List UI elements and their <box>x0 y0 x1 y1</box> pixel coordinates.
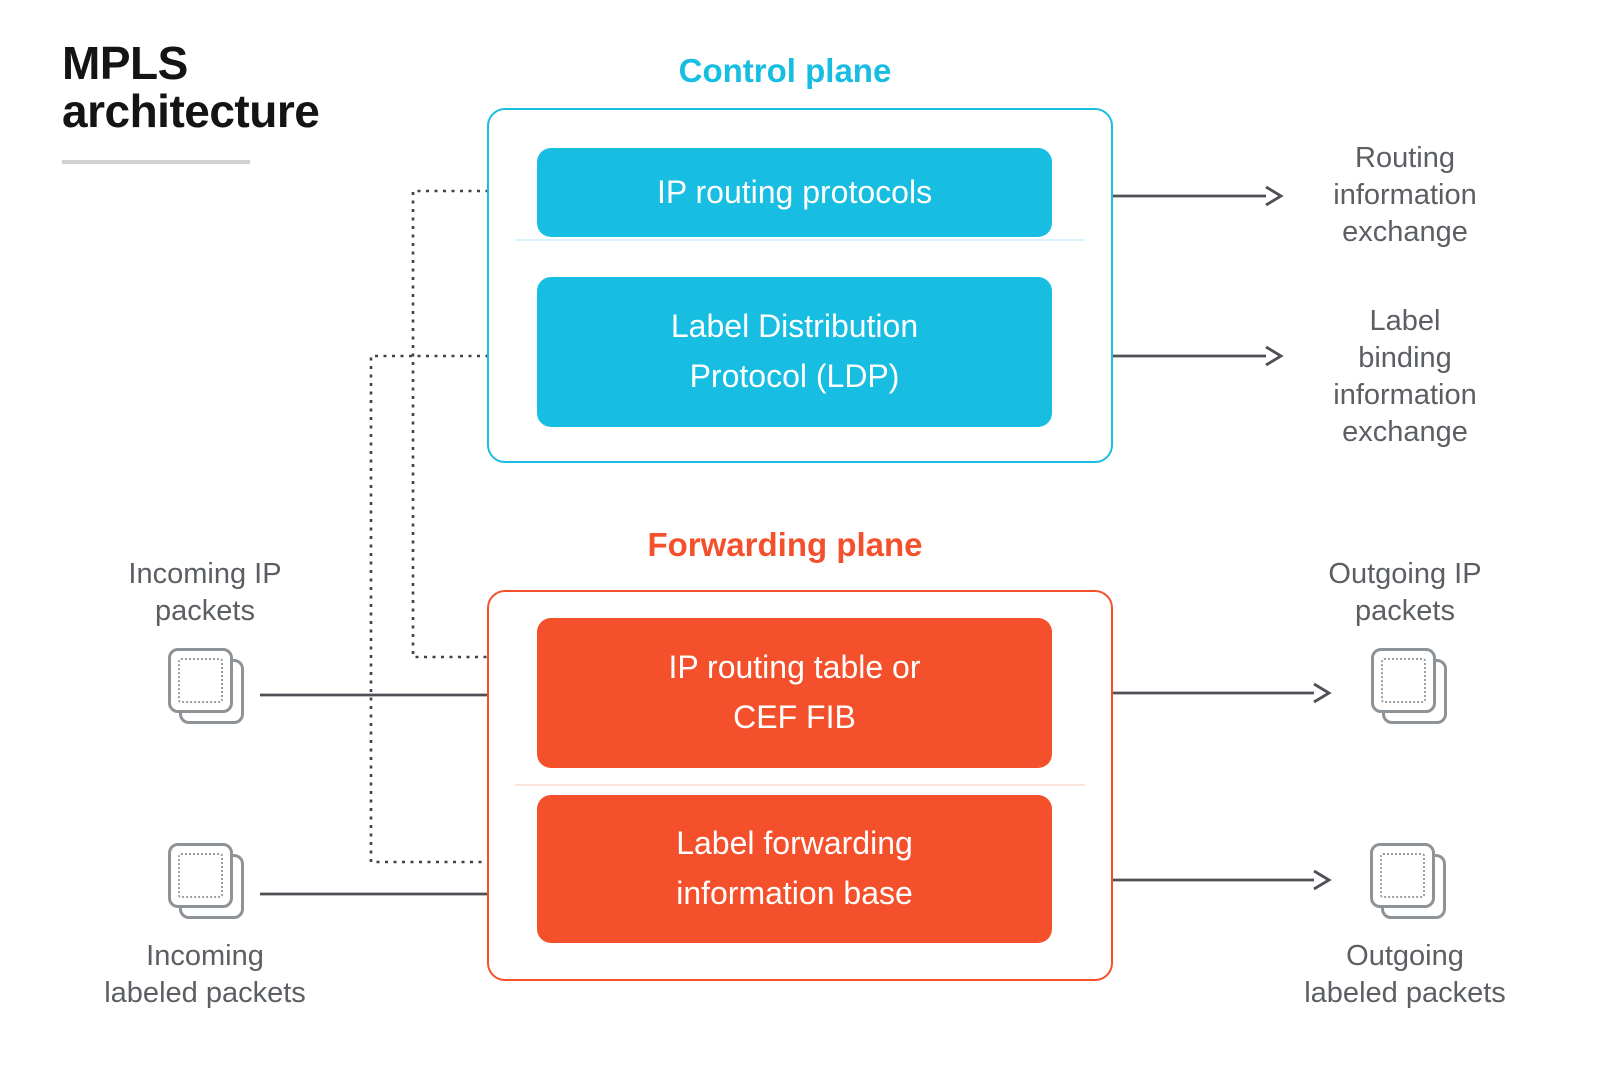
page-title: MPLS architecture <box>62 37 320 137</box>
label-routing-information-exchange: Routing information exchange <box>1333 142 1477 249</box>
forwarding-box-divider <box>515 784 1085 786</box>
label-binding-information-exchange: Label binding information exchange <box>1333 305 1477 449</box>
label-incoming-ip-packets: Incoming IP packets <box>128 558 282 628</box>
label-incoming-labeled-packets: Incoming labeled packets <box>104 940 306 1010</box>
label-outgoing-ip-packets: Outgoing IP packets <box>1328 558 1482 628</box>
box-ip-routing-table-cef-fib: IP routing table or CEF FIB <box>537 618 1052 768</box>
title-underline <box>62 160 250 164</box>
packet-dotted-inner <box>1380 853 1425 898</box>
box-label-distribution-protocol: Label Distribution Protocol (LDP) <box>537 277 1052 427</box>
packet-front-sheet <box>168 648 233 713</box>
packet-front-sheet <box>168 843 233 908</box>
box-ip-routing-protocols: IP routing protocols <box>537 148 1052 237</box>
packet-icon <box>168 843 246 921</box>
packet-icon <box>1371 648 1449 726</box>
control-plane-label: Control plane <box>678 52 892 89</box>
packet-front-sheet <box>1370 843 1435 908</box>
dotted-connector-routing <box>411 189 514 659</box>
packet-front-sheet <box>1371 648 1436 713</box>
control-box-divider <box>515 239 1085 241</box>
packet-icon <box>1370 843 1448 921</box>
packet-dotted-inner <box>1381 658 1426 703</box>
label-outgoing-labeled-packets: Outgoing labeled packets <box>1304 940 1506 1010</box>
packet-icon <box>168 648 246 726</box>
packet-dotted-inner <box>178 658 223 703</box>
box-label-forwarding-information-base: Label forwarding information base <box>537 795 1052 943</box>
packet-dotted-inner <box>178 853 223 898</box>
forwarding-plane-label: Forwarding plane <box>647 526 923 563</box>
